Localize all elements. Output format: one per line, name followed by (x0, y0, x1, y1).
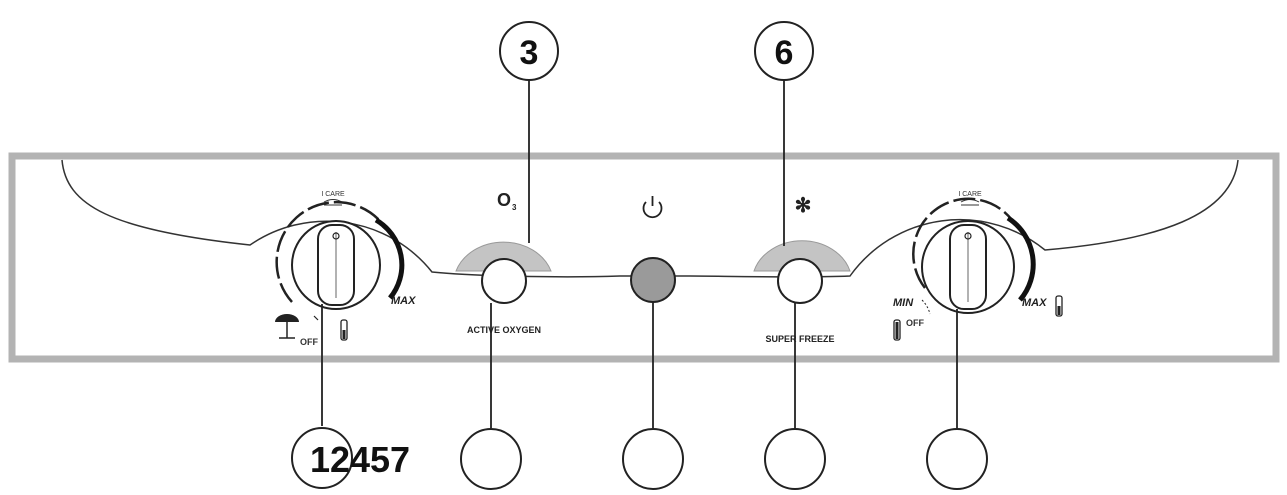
ozone-symbol-subscript: 3 (512, 203, 517, 212)
active-oxygen-arc (455, 241, 552, 272)
super-freeze-group: ✻ SUPER FREEZE (753, 195, 851, 344)
right-knob-off-label: OFF (906, 318, 924, 328)
snowflake-icon: ✻ (795, 195, 812, 217)
left-knob-off-tick (313, 315, 319, 321)
callout-bottom-4 (764, 428, 826, 490)
right-knob-min-dots (921, 299, 931, 315)
right-thermometer-max-icon (1055, 295, 1063, 317)
ozone-symbol: O (497, 190, 511, 210)
left-knob-scale-arc (275, 200, 382, 303)
right-knob-scale-arc-bold (1006, 215, 1036, 302)
callout-bottom-5 (926, 428, 988, 490)
callout-bottom-3 (622, 428, 684, 490)
left-knob-off-label: OFF (300, 337, 318, 347)
left-knob-indicator (332, 232, 340, 240)
right-thermostat-knob-group: I CARE MIN MAX OFF (893, 191, 1063, 341)
right-knob-top-icon (960, 199, 980, 206)
right-knob-top-label: I CARE (958, 191, 982, 198)
power-group (630, 196, 676, 303)
super-freeze-button[interactable] (777, 258, 823, 304)
callout-3-number: 3 (520, 34, 539, 72)
right-knob-max-label: MAX (1022, 297, 1047, 309)
callout-6-number: 6 (775, 34, 794, 72)
left-knob-top-label: I CARE (321, 191, 345, 198)
leader-lines (321, 80, 958, 428)
super-freeze-arc (753, 240, 851, 272)
power-icon (642, 196, 663, 219)
left-knob-max-label: MAX (391, 295, 416, 307)
right-knob-min-label: MIN (893, 297, 914, 309)
holiday-icon (275, 314, 299, 339)
callout-bottom-1: 12457 (291, 427, 410, 489)
right-knob-indicator (964, 232, 972, 240)
callout-6: 6 (754, 21, 814, 81)
active-oxygen-button[interactable] (481, 258, 527, 304)
active-oxygen-label: ACTIVE OXYGEN (467, 325, 541, 335)
panel-frame (8, 152, 1280, 363)
callout-bottom-2 (460, 428, 522, 490)
active-oxygen-group: O 3 ACTIVE OXYGEN (455, 190, 552, 335)
callout-bottom-1-number: 12457 (310, 439, 410, 480)
right-thermometer-off-icon (893, 319, 901, 341)
callout-3: 3 (499, 21, 559, 81)
super-freeze-label: SUPER FREEZE (765, 334, 834, 344)
left-knob-scale-arc-bold (374, 217, 405, 300)
thermometer-icon (340, 319, 348, 341)
right-knob-scale-arc (912, 197, 1013, 289)
power-button[interactable] (630, 257, 676, 303)
left-thermostat-knob-group: I CARE MAX OFF (275, 191, 416, 347)
